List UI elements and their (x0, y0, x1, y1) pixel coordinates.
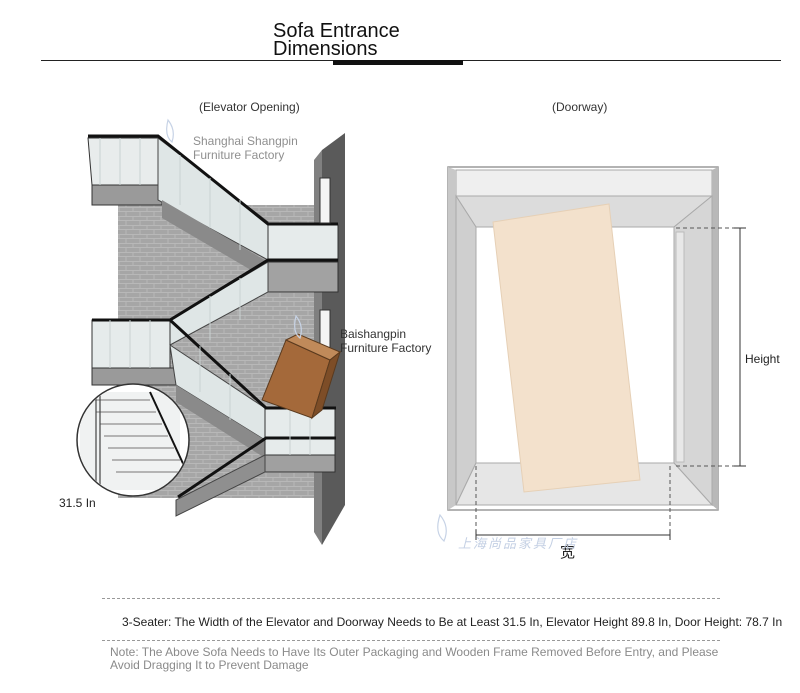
notes-divider-bottom (102, 640, 720, 641)
page-title: Sofa Entrance Dimensions (273, 20, 400, 60)
sofa-box (261, 333, 341, 420)
title-line-2: Dimensions (273, 38, 378, 60)
doorway-illustration (437, 166, 746, 542)
width-label-right: 宽 (560, 544, 576, 561)
watermark-shanghai-shangpin: Shanghai Shangpin Furniture Factory (193, 134, 298, 162)
notes-sub-text: Note: The Above Sofa Needs to Have Its O… (110, 645, 719, 672)
sofa-panel (492, 203, 641, 493)
watermark-baishangpin: Baishangpin Furniture Factory (340, 327, 432, 355)
stairwell-illustration (76, 118, 345, 545)
doorway-caption: (Doorway) (552, 100, 608, 114)
height-dimension (676, 227, 746, 467)
notes-main-text: 3-Seater: The Width of the Elevator and … (122, 615, 783, 629)
zoom-detail (76, 383, 190, 497)
width-dimension (475, 466, 671, 540)
width-label-left: 31.5 In (59, 496, 96, 510)
watermark-chinese: 上海尚品家具厂店 (458, 536, 579, 551)
header-divider-accent (333, 60, 463, 65)
title-line-1: Sofa Entrance (273, 20, 400, 42)
notes-divider-top (102, 598, 720, 599)
height-label: Height (745, 352, 780, 366)
elevator-opening-caption: (Elevator Opening) (199, 100, 300, 114)
